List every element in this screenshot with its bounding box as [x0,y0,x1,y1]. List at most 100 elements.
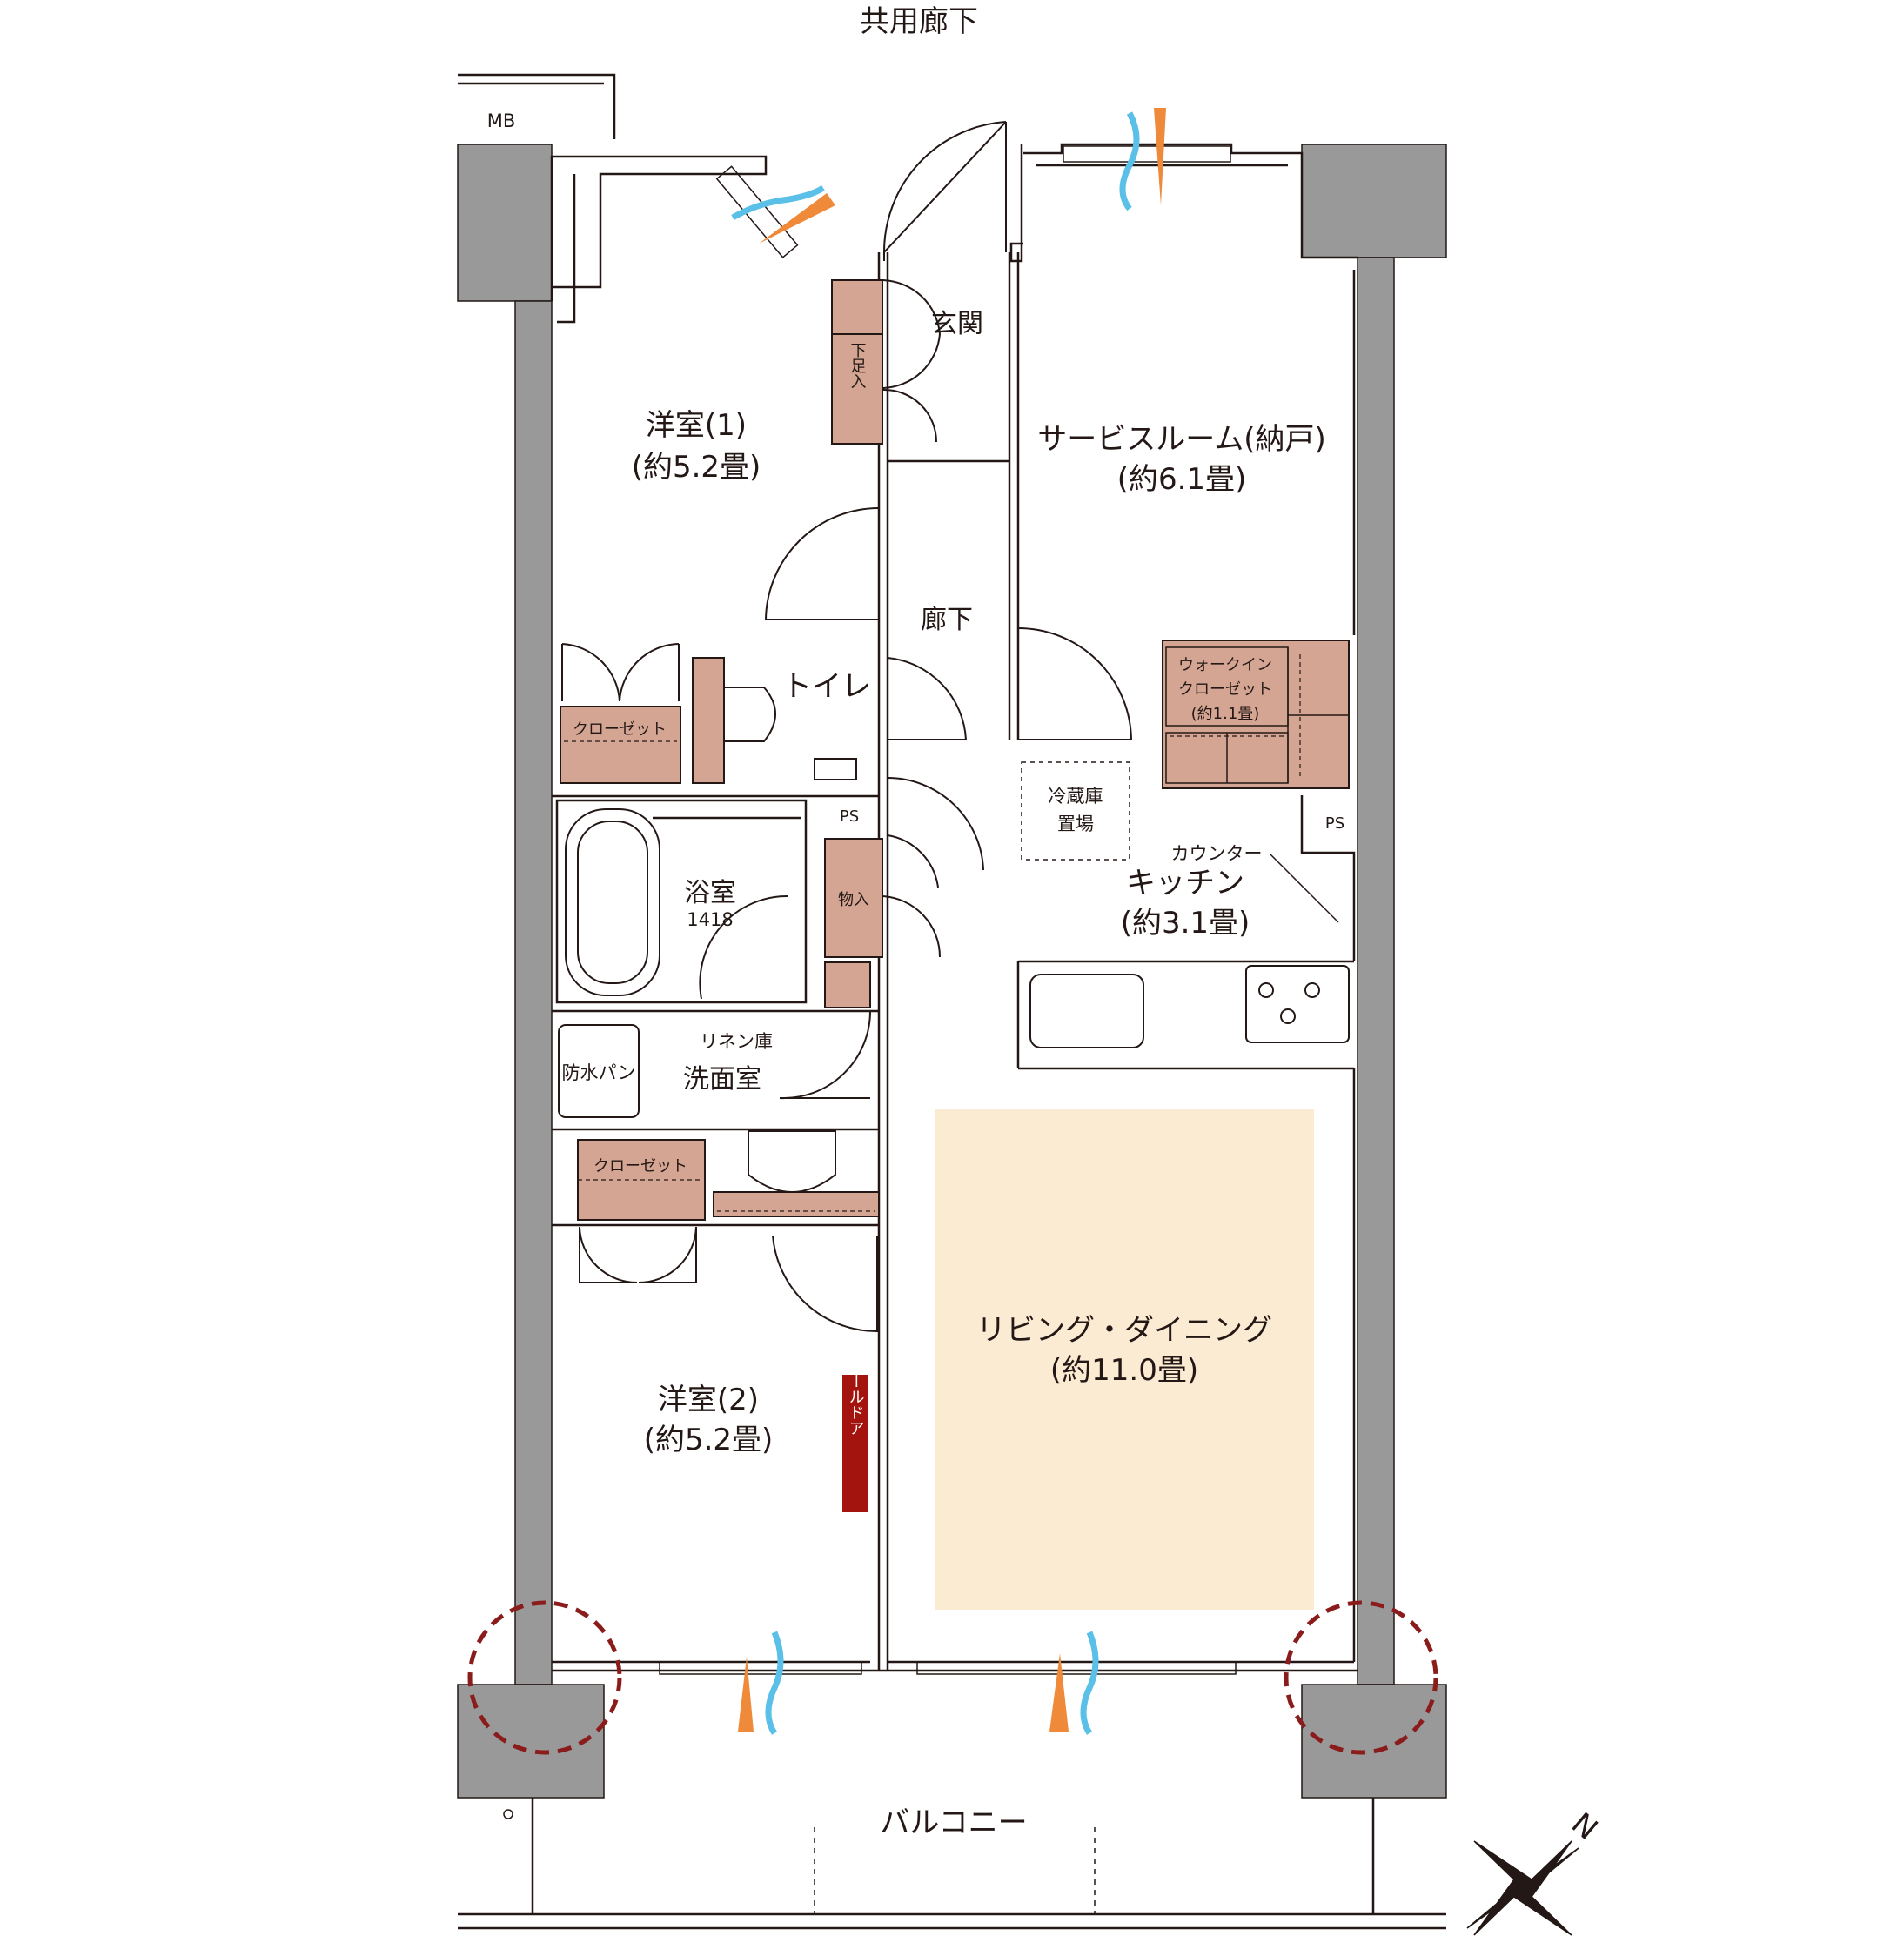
label-linen: リネン庫 [700,1031,773,1052]
windows [659,145,1237,1675]
storage-areas [560,279,1350,1221]
getabako-lower [831,333,883,445]
label-wic1: ウォークイン [1178,656,1272,674]
wind-orange-top [1154,108,1166,205]
wind-blue-bottom-right [1080,1631,1099,1735]
wall-right [1357,257,1395,1685]
label-wic3: (約1.1畳) [1191,705,1260,723]
kitchen-sink [1029,974,1144,1048]
waterproof-pan [558,1024,640,1118]
label-yoshitsu2-size: (約5.2畳) [644,1423,774,1457]
getabako-door-arc2 [882,333,941,389]
kitchen-right-step [1300,795,1356,961]
wall-door-bar [842,1375,868,1512]
storage-dashes [564,654,1301,1212]
counter-leader [1270,854,1339,923]
bathtub [565,808,660,996]
label-service-room-size: (約6.1畳) [1117,462,1247,497]
balcony-drain [503,1809,513,1819]
mb-box [458,73,616,139]
label-bath-size: 1418 [687,909,733,930]
wall-column-bottom-left [457,1684,605,1799]
label-closet2: クローゼット [593,1157,687,1176]
wic-box [1162,640,1350,789]
label-yoshitsu1-size: (約5.2畳) [632,450,761,485]
getabako-upper [831,279,883,335]
ventilation-arrows [731,108,1166,1735]
closet2-door-right [638,1226,697,1283]
window-bottom-left [659,1661,862,1675]
service-room-door [1017,627,1133,740]
top-wall-right [1009,144,1023,263]
wind-orange-bottom-right [1049,1653,1069,1732]
label-ld: リビング・ダイニング [976,1313,1272,1348]
wall-left [514,300,553,1685]
linen-box [824,961,871,1008]
label-getabako: 下足入 [848,342,867,389]
label-fridge1: 冷蔵庫 [1049,786,1103,807]
label-toilet: トイレ [782,669,871,704]
label-yoshitsu2: 洋室(2) [658,1383,759,1417]
label-waterpan: 防水パン [561,1062,635,1083]
wall-column-top-left [457,144,553,302]
entrance-door-arc [882,121,1007,253]
closet2-door-left [579,1226,638,1283]
window-yoshitsu1 [715,165,799,258]
label-corridor-common: 共用廊下 [860,4,978,39]
window-bottom-right [916,1661,1237,1675]
bath-door [699,894,789,1000]
getabako-door-arc3 [882,388,937,443]
balcony-dashes [814,1827,1096,1914]
closet1-door-right [619,643,680,702]
label-ps1: PS [840,807,859,826]
label-ld-size: (約11.0畳) [1050,1353,1198,1388]
washroom-door [887,777,984,888]
bath-room-box [555,799,808,1004]
label-yoshitsu1: 洋室(1) [646,408,747,443]
label-wic2: クローゼット [1178,680,1272,699]
label-balcony: バルコニー [880,1805,1027,1840]
wall-column-top-right [1301,144,1447,258]
mono-box [824,838,883,958]
marker-bottom-left [467,1600,622,1755]
window-service-room [1063,145,1231,163]
corner-markers [467,1600,1438,1755]
toilet-door [887,657,968,740]
stove [1245,965,1350,1043]
label-counter: カウンター [1171,843,1263,864]
wind-blue-left [731,184,825,221]
wind-blue-top [1119,111,1140,211]
label-kitchen: キッチン [1126,866,1244,901]
label-kitchen-size: (約3.1畳) [1121,906,1250,941]
label-mb: MB [487,111,516,131]
wind-orange-left [759,193,835,244]
getabako-door-arc1 [882,279,941,335]
label-north: N [1565,1806,1604,1847]
yoshitsu1-door [764,507,880,620]
room-labels: 共用廊下 MB 玄関 下足入 洋室(1) (約5.2畳) サービスルーム(納戸)… [487,4,1605,1847]
living-dining-floor [935,1109,1314,1610]
service-room-top [1023,143,1358,259]
label-bath: 浴室 [684,878,736,908]
label-senmen: 洗面室 [683,1064,761,1095]
wind-blue-bottom-left [765,1631,784,1735]
closet1-door-left [561,643,620,702]
wall-column-bottom-right [1301,1684,1447,1799]
wash-basin [748,1130,836,1193]
doors [561,121,1133,1333]
mono-door [882,895,942,958]
label-genkan: 玄関 [931,309,983,339]
linen-door [779,1010,871,1100]
marker-bottom-right [1284,1600,1438,1755]
label-walldoor: ウォールドア [847,1342,865,1436]
label-rouka: 廊下 [921,605,973,635]
label-service-room: サービスルーム(納戸) [1037,422,1326,457]
toilet-tank-box [692,657,725,784]
top-wall-left-inner [557,174,576,324]
toilet-fixture [723,687,857,780]
compass-icon [1466,1840,1579,1936]
interior-lines [458,73,1446,1930]
storage-inner [1165,646,1349,784]
top-wall-left [550,155,768,301]
